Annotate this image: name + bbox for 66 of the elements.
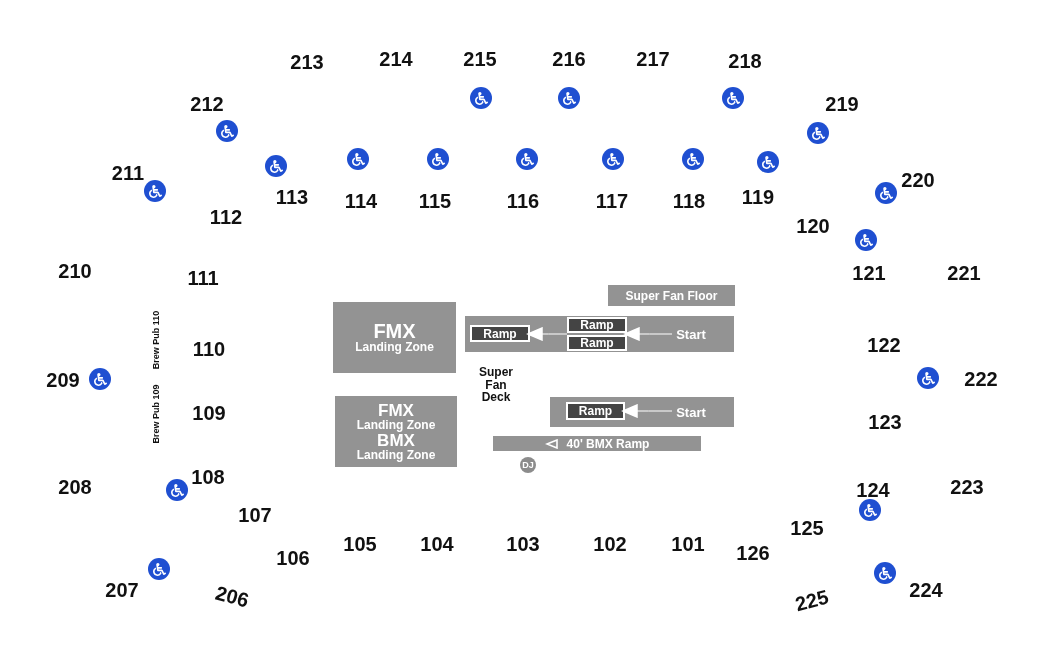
dj-circle: DJ [520,457,536,473]
section-number: 223 [950,475,984,499]
section-number: 121 [852,261,886,285]
section-number: 218 [728,49,762,73]
section-number: 107 [238,503,272,527]
section-number: 214 [379,47,413,71]
section-number: 207 [105,578,139,602]
section-number: 217 [636,47,670,71]
section-number: 206 [212,581,252,613]
section-number: 101 [671,532,705,556]
section-number: 219 [825,92,859,116]
section-number: 103 [506,532,540,556]
section-number: 102 [593,532,627,556]
area-label: Super Fan Deck [478,366,514,404]
ramp-box: Ramp [567,317,627,333]
section-number: 113 [275,185,309,209]
section-number: 106 [276,546,310,570]
section-number: 117 [595,189,629,213]
section-number: 114 [344,189,378,213]
section-number: 210 [58,259,92,283]
section-number: 110 [192,337,226,361]
section-number: 124 [856,478,890,502]
start-label: Start [672,403,710,421]
section-number: 116 [506,189,540,213]
section-number: 122 [867,333,901,357]
section-number: 118 [672,189,706,213]
ramp-box: Ramp [470,325,530,342]
section-number: 221 [947,261,981,285]
section-number: 224 [909,578,943,602]
start-label: Start [672,325,710,343]
section-number: 120 [796,214,830,238]
section-number: 104 [420,532,454,556]
ramp-box: Ramp [566,402,625,420]
venue-label: Brew Pub 109 [151,384,161,444]
section-number: 123 [868,410,902,434]
section-number: 225 [792,585,832,617]
landing-zone-area: FMX Landing Zone BMX Landing Zone [335,396,457,467]
section-number: 109 [192,401,226,425]
section-number: 115 [418,189,452,213]
floor-area: Super Fan Floor [608,285,735,306]
section-number: 112 [209,205,243,229]
direction-arrow [622,404,673,418]
ramp-box: Ramp [567,335,627,351]
section-number: 215 [463,47,497,71]
venue-label: Brew Pub 110 [151,310,161,370]
section-number: 125 [790,516,824,540]
section-number: 111 [187,266,219,290]
section-number: 213 [290,50,324,74]
ramp-label: 40' BMX Ramp [566,436,650,451]
section-number: 126 [736,541,770,565]
section-number: 208 [58,475,92,499]
section-number: 216 [552,47,586,71]
section-number: 119 [741,185,775,209]
track-band [550,397,734,427]
section-number: 209 [46,368,80,392]
section-number: 108 [191,465,225,489]
section-number: 220 [901,168,935,192]
section-number: 222 [964,367,998,391]
section-number: 105 [343,532,377,556]
direction-arrow [624,327,673,341]
landing-zone-area: FMX Landing Zone [333,302,456,373]
section-number: 211 [111,161,145,185]
ramp-bar [493,436,701,451]
section-number: 212 [190,92,224,116]
track-band [465,316,734,352]
direction-arrow [527,327,568,341]
